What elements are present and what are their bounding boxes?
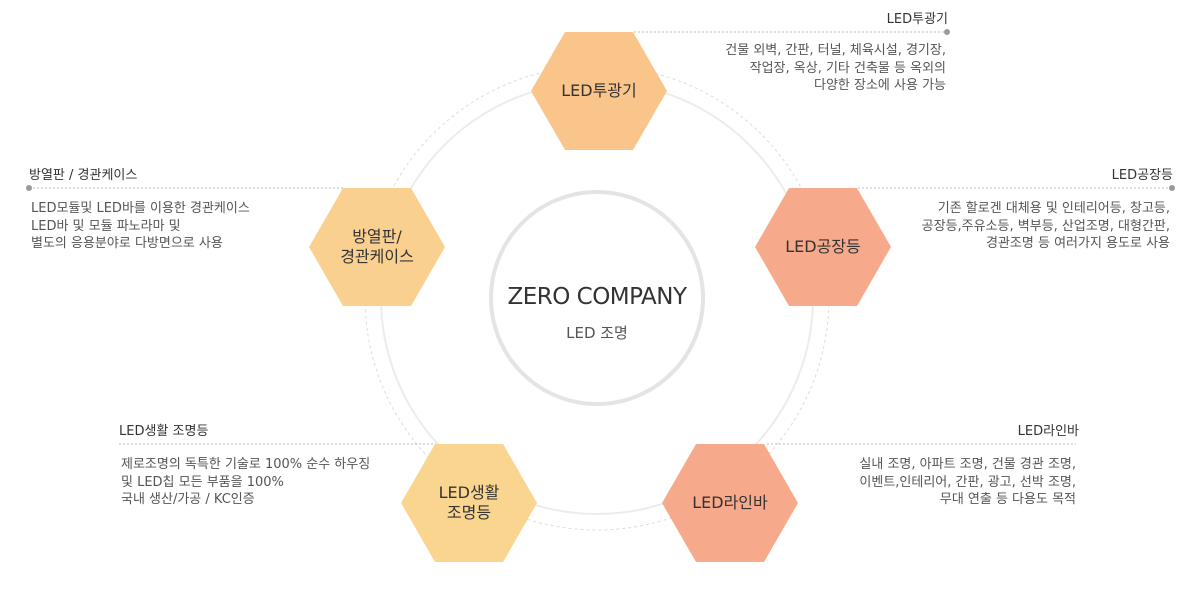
- item-title-led-factory-light: LED공장등: [1111, 168, 1173, 183]
- connector-dot: [1169, 185, 1175, 191]
- item-title-led-line-bar: LED라인바: [1017, 424, 1079, 439]
- hex-led-floodlight[interactable]: LED투광기: [531, 32, 667, 150]
- hex-led-line-bar[interactable]: LED라인바: [662, 444, 798, 562]
- hex-label: LED공장등: [785, 237, 861, 256]
- item-desc-led-living-light: 제로조명의 독특한 기술로 100% 순수 하우징 및 LED칩 모든 부품을 …: [121, 457, 371, 507]
- center-circle: [489, 190, 705, 406]
- center-title: ZERO COMPANY: [507, 284, 687, 310]
- hex-label: 방열판/ 경관케이스: [340, 227, 414, 266]
- item-desc-led-floodlight: 건물 외벽, 간판, 터널, 체육시설, 경기장, 작업장, 옥상, 기타 건축…: [725, 43, 946, 93]
- center-subtitle: LED 조명: [566, 324, 628, 342]
- item-desc-heatsink-case: LED모듈및 LED바를 이용한 경관케이스 LED바 및 모듈 파노라마 및 …: [31, 201, 250, 251]
- hex-label: LED생활 조명등: [438, 483, 500, 522]
- hex-label: LED라인바: [692, 493, 768, 512]
- item-title-heatsink-case: 방열판 / 경관케이스: [29, 168, 138, 183]
- item-desc-led-line-bar: 실내 조명, 아파트 조명, 건물 경관 조명, 이벤트,인테리어, 간판, 광…: [859, 457, 1076, 507]
- item-title-led-floodlight: LED투광기: [886, 12, 948, 27]
- connector-dot: [26, 185, 32, 191]
- hex-label: LED투광기: [561, 81, 637, 100]
- hex-led-factory-light[interactable]: LED공장등: [755, 188, 891, 306]
- item-desc-led-factory-light: 기존 할로겐 대체용 및 인테리어등, 창고등, 공장등,주유소등, 벽부등, …: [921, 201, 1170, 251]
- item-title-led-living-light: LED생활 조명등: [119, 424, 209, 439]
- connector-dot: [944, 29, 950, 35]
